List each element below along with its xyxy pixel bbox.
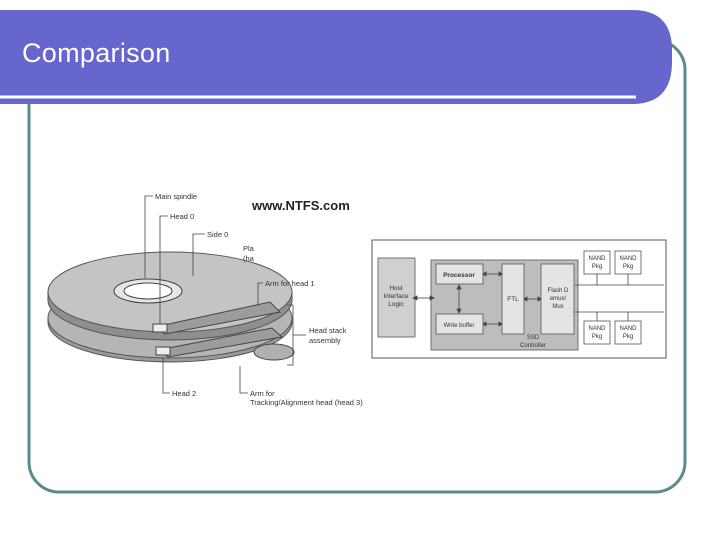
host-label-b: Interface [383,293,409,300]
nand-3-a: NAND [588,326,606,332]
flash-label-c: Mux [552,304,563,310]
nand-4-b: Pkg [623,334,633,340]
nand-2-a: NAND [619,256,637,262]
ftl-label: FTL [507,296,519,303]
host-label-c: Logic [388,301,404,308]
leader-main-spindle [144,195,153,278]
nand-1-a: NAND [588,256,606,262]
flash-label-a: Flash D [548,288,569,294]
label-arm-track-a: Arm for [250,389,275,398]
leader-head0 [159,215,168,324]
nand-pkg-2 [614,250,642,275]
flash-label-b: emux/ [550,296,567,302]
spindle-hub-inner [123,282,173,300]
nand-2-b: Pkg [623,264,633,270]
leader-side0 [192,233,205,276]
controller-label-b: Controller [520,343,546,349]
head-0 [152,323,168,333]
leader-head2 [162,357,170,394]
label-head-stack-b: assembly [309,336,341,345]
processor-label: Processor [443,272,475,279]
label-head-stack-a: Head stack [309,326,347,335]
write-buffer-label: Write buffer [444,323,475,329]
leader-arm1 [257,282,263,306]
label-head2: Head 2 [172,389,196,398]
hdd-source-url: www.NTFS.com [251,198,350,213]
ssd-diagram: Host Interface Logic Processor Write buf… [371,239,667,359]
label-arm-track-b: Tracking/Alignment head (head 3) [250,398,363,407]
nand-1-b: Pkg [592,264,602,270]
nand-3-b: Pkg [592,334,602,340]
host-label-a: Host [389,285,403,292]
label-platter-b: (ha [243,254,255,263]
nand-4-a: NAND [619,326,637,332]
header-band [0,10,672,104]
label-platter-a: Pla [243,244,255,253]
host-interface-box [377,257,416,338]
nand-pkg-3 [583,320,611,345]
controller-label-a: SSD [527,335,540,341]
nand-pkg-4 [614,320,642,345]
actuator-pivot [253,343,295,361]
label-main-spindle: Main spindle [155,192,197,201]
label-head0: Head 0 [170,212,194,221]
label-side0: Side 0 [207,230,228,239]
hdd-diagram: www.NTFS.com Main spindle H [47,192,363,407]
nand-pkg-1 [583,250,611,275]
flash-demux-box [540,263,575,335]
slide-title: Comparison [22,38,171,68]
leader-arm-track [239,366,248,394]
label-arm-head1: Arm for head 1 [265,279,315,288]
head-2 [155,346,171,356]
